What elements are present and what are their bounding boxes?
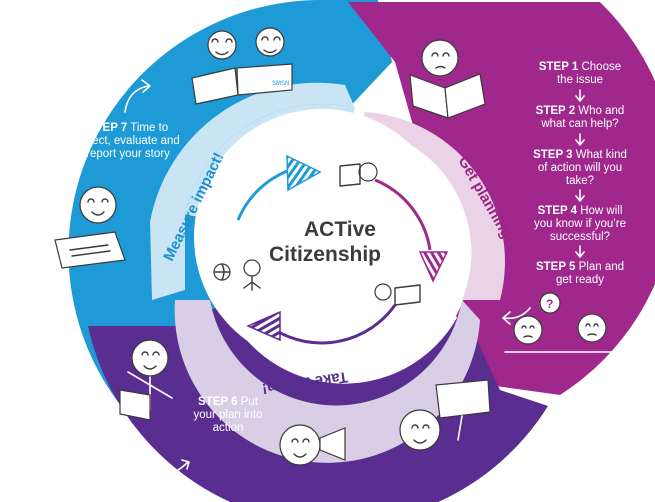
outer-arrow-step7: [124, 79, 151, 113]
svg-text:STEP 1 Choose: STEP 1 Choose: [539, 61, 621, 73]
step-5-text: STEP 5 Plan and get ready: [536, 261, 624, 286]
step-down-arrow-1: [575, 89, 585, 102]
cycle-arrowhead-blue: [286, 154, 322, 192]
globe-icon: [213, 259, 261, 291]
outer-arrow-right: [502, 307, 531, 325]
center-title-line2: Citizenship: [269, 243, 381, 266]
svg-text:you know if you’re: you know if you’re: [534, 218, 626, 230]
inner-ring-pink: [360, 112, 505, 300]
step-6-text: STEP 6 Put your plan into action: [193, 396, 262, 434]
outer-arrow-left: [30, 283, 53, 319]
svg-text:STEP 3 What kind: STEP 3 What kind: [533, 149, 627, 161]
svg-text:get ready: get ready: [556, 274, 604, 286]
cycle-arrow-pink: [374, 178, 432, 251]
child-writing-icon: [54, 186, 126, 269]
svg-text:STEP 2 Who and: STEP 2 Who and: [536, 105, 625, 117]
step-2-text: STEP 2 Who and what can help?: [536, 105, 625, 130]
child-reading-icon: [409, 39, 486, 119]
svg-text:successful?: successful?: [550, 231, 610, 243]
children-reading-book-icon: SMSN: [191, 27, 293, 105]
cycle-arrow-purple: [274, 304, 397, 345]
cycle-arrowhead-pink: [418, 251, 449, 283]
cycle-arrowhead-purple: [246, 310, 281, 342]
step-down-arrow-4: [575, 245, 585, 258]
svg-text:what can help?: what can help?: [540, 118, 618, 130]
step-4-text: STEP 4 How will you know if you’re succe…: [534, 205, 626, 243]
step-down-arrow-3: [575, 189, 585, 202]
step-7-text: STEP 7 Time to reflect, evaluate and rep…: [76, 122, 180, 160]
svg-text:STEP 6 Put: STEP 6 Put: [198, 396, 259, 408]
child-with-book-icon: [339, 162, 378, 187]
svg-text:of action will you: of action will you: [538, 162, 622, 174]
book-caption: SMSN: [272, 81, 289, 87]
svg-text:STEP 7 Time to: STEP 7 Time to: [88, 122, 168, 134]
svg-text:your plan into: your plan into: [193, 409, 262, 421]
svg-text:STEP 4 How will: STEP 4 How will: [538, 205, 623, 217]
svg-text:?: ?: [546, 297, 553, 311]
child-with-megaphone-icon: [279, 424, 346, 466]
center-circle: [194, 109, 450, 365]
child-waving-icon: [119, 339, 173, 421]
children-reading-center-icon: [374, 283, 421, 306]
step-down-arrow-2: [575, 133, 585, 146]
child-with-sign-icon: [399, 379, 491, 451]
svg-text:the issue: the issue: [557, 74, 603, 86]
inner-ring-blue-left: [150, 82, 355, 300]
svg-text:action: action: [213, 422, 244, 434]
svg-text:report your story: report your story: [86, 148, 170, 160]
center-title-line1: ACTive: [304, 218, 376, 241]
svg-text:reflect, evaluate and: reflect, evaluate and: [76, 135, 180, 147]
step-1-text: STEP 1 Choose the issue: [539, 61, 621, 86]
outer-arrow-bottom: [159, 459, 190, 481]
children-thinking-icon: ?: [504, 292, 621, 353]
svg-text:take?: take?: [566, 175, 594, 187]
step-3-text: STEP 3 What kind of action will you take…: [533, 149, 627, 187]
cycle-arrow-blue: [236, 168, 291, 221]
svg-text:STEP 5 Plan and: STEP 5 Plan and: [536, 261, 624, 273]
